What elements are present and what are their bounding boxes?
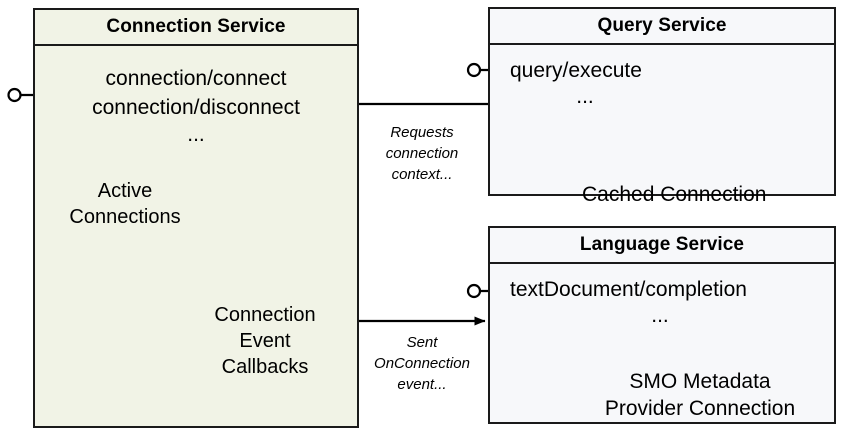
language-service-operations-ellipsis: ... (651, 304, 669, 327)
active-connections-label-line2: Connections (69, 206, 181, 228)
edge-label-sent-line1: Sent (406, 334, 438, 351)
connection-service-title: Connection Service (35, 10, 357, 46)
language-service-title: Language Service (490, 228, 834, 264)
language-service-component[interactable]: Language Service textDocument/completion… (488, 226, 836, 424)
operation-connection-connect[interactable]: connection/connect (105, 67, 287, 90)
edge-label-sent-onconnection-event: Sent OnConnection event... (360, 332, 484, 395)
connection-service-operations: connection/connect connection/disconnect… (35, 64, 357, 148)
query-service-operations-ellipsis: ... (576, 85, 594, 108)
connection-service-body: connection/connect connection/disconnect… (35, 46, 357, 426)
connection-service-operations-ellipsis: ... (187, 123, 205, 146)
smo-metadata-provider-connection-label-line1: SMO Metadata (629, 370, 771, 393)
callbacks-label-line3: Callbacks (221, 356, 309, 378)
edge-label-requests-line1: Requests (390, 124, 454, 141)
edge-label-sent-line3: event... (397, 376, 447, 393)
operation-textdocument-completion[interactable]: textDocument/completion (510, 278, 747, 301)
active-connections-label: Active Connections (45, 178, 205, 230)
callbacks-label-line1: Connection (214, 304, 316, 326)
edge-label-requests-line3: context... (391, 166, 453, 183)
connection-service-component[interactable]: Connection Service connection/connect co… (33, 8, 359, 428)
callbacks-label-line2: Event (239, 330, 291, 352)
edge-label-requests-connection-context: Requests connection context... (362, 122, 482, 185)
query-service-component[interactable]: Query Service query/execute ... Cached C… (488, 7, 836, 206)
query-service-body: query/execute ... Cached Connection (490, 45, 834, 206)
cached-connection-label: Cached Connection (582, 183, 767, 206)
edge-label-requests-line2: connection (385, 145, 459, 162)
language-service-body: textDocument/completion ... SMO Metadata… (490, 264, 834, 422)
smo-metadata-provider-connection-label-line2: Provider Connection (604, 397, 796, 420)
query-service-title: Query Service (490, 9, 834, 45)
operation-connection-disconnect[interactable]: connection/disconnect (92, 96, 300, 119)
operation-query-execute[interactable]: query/execute (510, 59, 642, 82)
edge-label-sent-line2: OnConnection (374, 355, 470, 372)
connection-event-callbacks-label: Connection Event Callbacks (185, 302, 345, 380)
active-connections-label-line1: Active (97, 180, 153, 202)
